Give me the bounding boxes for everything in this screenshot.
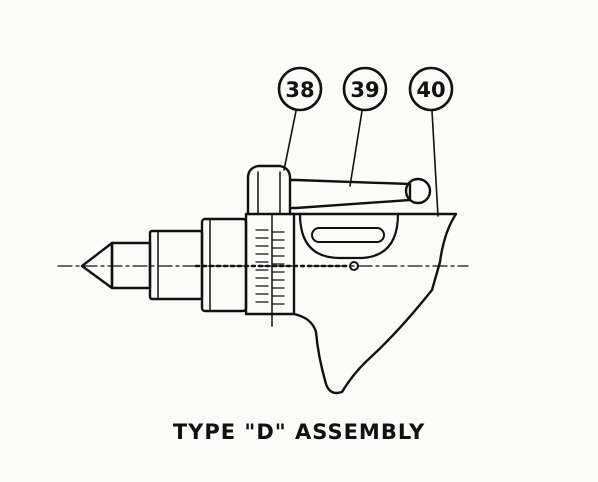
figure-caption: TYPE "D" ASSEMBLY: [172, 420, 426, 444]
leader-39: [349, 110, 363, 187]
handle-ball: [404, 177, 432, 205]
lever-slot: [298, 212, 400, 260]
thread-hatching: [255, 229, 285, 305]
callout-40-label: 40: [416, 78, 445, 102]
tailstock-frame-40: [292, 212, 458, 395]
callout-39-label: 39: [350, 78, 379, 102]
callout-38-label: 38: [285, 78, 314, 102]
slot-opening: [311, 227, 385, 243]
clamp-screw-38: [246, 164, 292, 216]
callout-40: 40: [408, 66, 454, 112]
locking-pin: [349, 261, 359, 271]
leader-38: [283, 110, 297, 171]
lever-handle-39: [288, 178, 412, 210]
threaded-section: [244, 212, 296, 316]
callout-39: 39: [342, 66, 388, 112]
callout-38: 38: [277, 66, 323, 112]
leader-40: [431, 110, 439, 217]
